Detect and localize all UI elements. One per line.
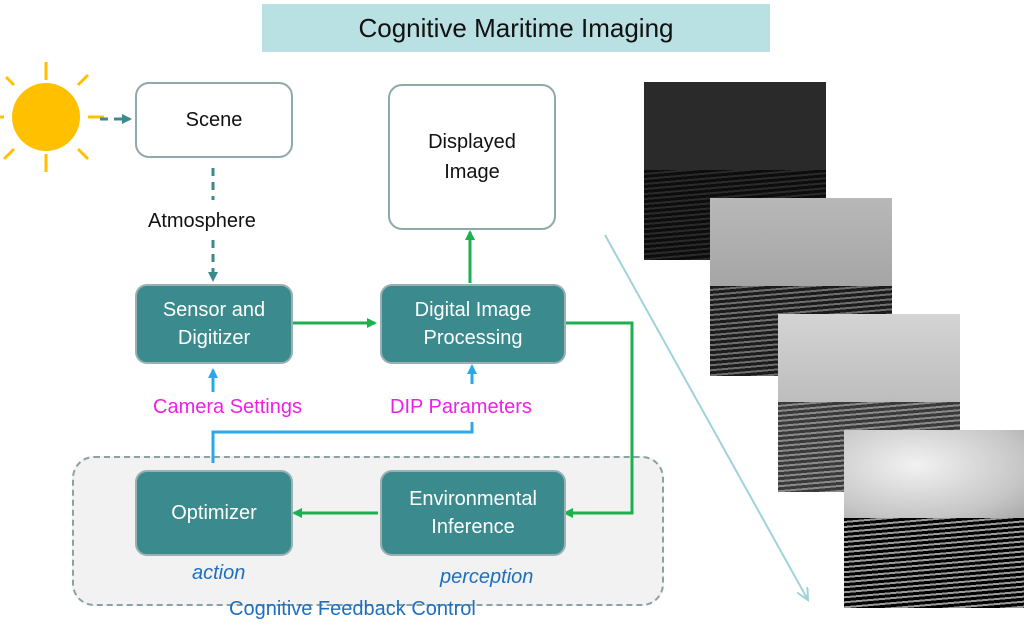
environmental-inference-box: Environmental Inference bbox=[380, 470, 566, 556]
page-title: Cognitive Maritime Imaging bbox=[262, 4, 770, 52]
sea-image-4 bbox=[844, 430, 1024, 608]
atmosphere-label: Atmosphere bbox=[148, 210, 256, 232]
arrow-dip-inference bbox=[563, 321, 634, 518]
arrow-image-progression bbox=[604, 234, 808, 600]
feedback-control-label: Cognitive Feedback Control bbox=[229, 598, 476, 620]
sea-image-1 bbox=[644, 82, 826, 260]
optimizer-box: Optimizer bbox=[135, 470, 293, 556]
action-label: action bbox=[192, 562, 246, 584]
perception-label: perception bbox=[440, 566, 534, 588]
displayed-image-box: Displayed Image bbox=[388, 84, 556, 230]
camera-settings-label: Camera Settings bbox=[153, 396, 302, 418]
sensor-digitizer-box: Sensor and Digitizer bbox=[135, 284, 293, 364]
sun-icon bbox=[0, 62, 104, 172]
line-optimizer-params bbox=[211, 422, 474, 463]
dip-parameters-label: DIP Parameters bbox=[390, 396, 532, 418]
scene-box: Scene bbox=[135, 82, 293, 158]
digital-image-processing-box: Digital Image Processing bbox=[380, 284, 566, 364]
